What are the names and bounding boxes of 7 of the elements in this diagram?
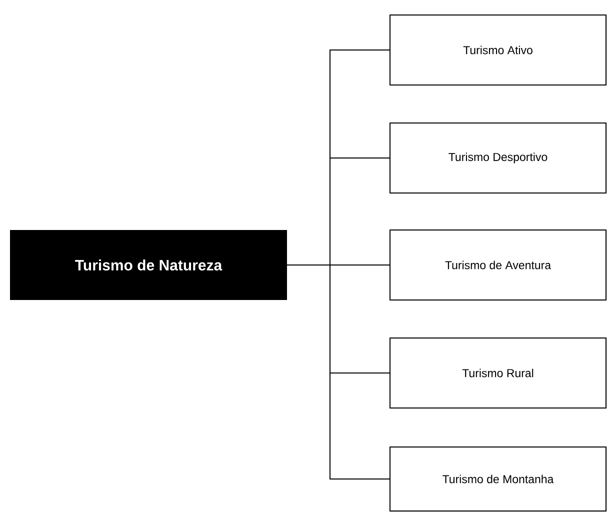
category-box: Turismo Desportivo (390, 122, 606, 194)
category-box: Turismo de Aventura (390, 230, 606, 300)
category-box: Turismo Ativo (390, 14, 606, 86)
category-box: Turismo de Montanha (390, 446, 606, 512)
category-box: Turismo Rural (390, 338, 606, 408)
root-box: Turismo de Natureza (10, 230, 287, 300)
connector-line (286, 264, 390, 480)
